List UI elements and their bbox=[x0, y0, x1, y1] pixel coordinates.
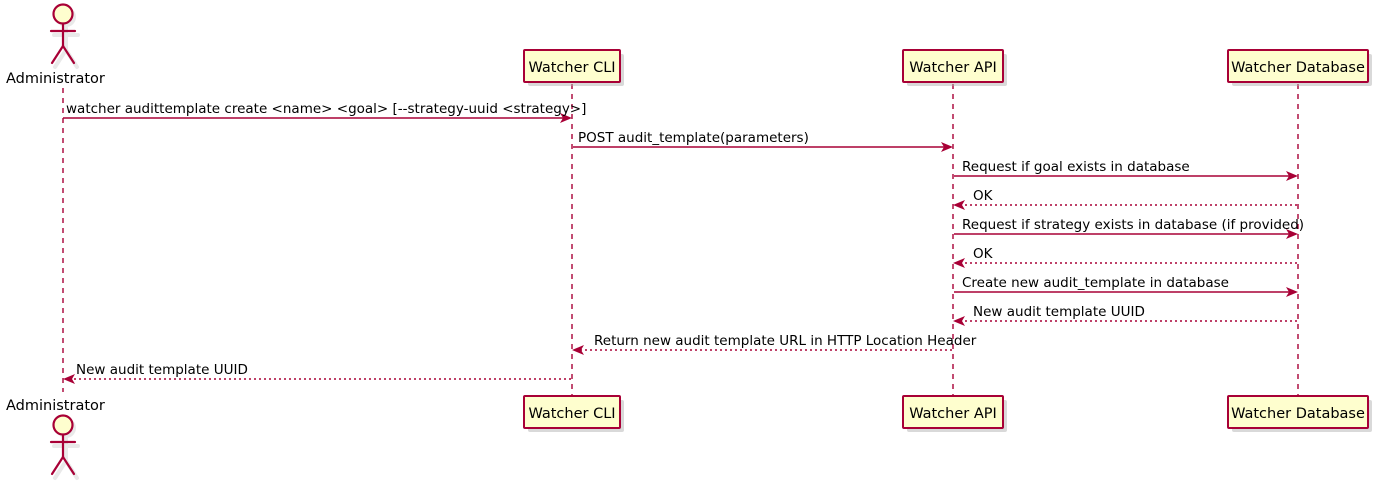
message-9-label: Return new audit template URL in HTTP Lo… bbox=[594, 333, 977, 349]
participant-label-watcher-cli-bottom: Watcher CLI bbox=[528, 406, 615, 422]
message-3-label: Request if goal exists in database bbox=[962, 159, 1190, 175]
message-9[interactable]: Return new audit template URL in HTTP Lo… bbox=[572, 333, 977, 355]
participant-label-administrator-bottom: Administrator bbox=[6, 398, 105, 414]
message-7-label: Create new audit_template in database bbox=[962, 275, 1229, 291]
participant-box-watcher-api-bottom[interactable]: Watcher API bbox=[902, 395, 1007, 432]
actor-head-icon-bottom bbox=[52, 414, 74, 436]
participant-box-watcher-api-top[interactable]: Watcher API bbox=[902, 49, 1007, 86]
message-3-arrowhead-icon bbox=[1286, 171, 1298, 181]
participant-box-watcher-cli-bottom[interactable]: Watcher CLI bbox=[523, 395, 624, 432]
message-9-arrowhead-icon bbox=[572, 345, 584, 355]
message-3[interactable]: Request if goal exists in database bbox=[954, 159, 1298, 181]
message-10-arrowhead-icon bbox=[63, 374, 75, 384]
message-4[interactable]: OK bbox=[953, 188, 1297, 210]
participant-box-watcher-cli-top[interactable]: Watcher CLI bbox=[523, 49, 624, 86]
message-7[interactable]: Create new audit_template in database bbox=[954, 275, 1298, 297]
actor-leg-left-icon-bottom bbox=[50, 455, 65, 476]
message-1-label: watcher audittemplate create <name> <goa… bbox=[66, 101, 586, 117]
actor-leg-right-icon bbox=[61, 44, 76, 65]
message-5-label: Request if strategy exists in database (… bbox=[962, 217, 1304, 233]
message-5[interactable]: Request if strategy exists in database (… bbox=[954, 217, 1304, 239]
participant-label-watcher-cli-top: Watcher CLI bbox=[528, 60, 615, 76]
message-6-label: OK bbox=[973, 246, 994, 262]
message-1[interactable]: watcher audittemplate create <name> <goa… bbox=[63, 101, 586, 123]
participant-box-watcher-database-top[interactable]: Watcher Database bbox=[1227, 49, 1372, 86]
actor-administrator-top[interactable]: Administrator bbox=[6, 3, 105, 88]
participant-label-watcher-database-bottom: Watcher Database bbox=[1231, 406, 1365, 422]
actor-leg-left-icon bbox=[50, 44, 65, 65]
actor-head-icon bbox=[52, 3, 74, 25]
participant-label-watcher-api-bottom: Watcher API bbox=[909, 406, 997, 422]
participant-label-watcher-api-top: Watcher API bbox=[909, 60, 997, 76]
message-7-arrowhead-icon bbox=[1286, 287, 1298, 297]
message-8-label: New audit template UUID bbox=[973, 304, 1145, 320]
participant-box-watcher-database-bottom[interactable]: Watcher Database bbox=[1227, 395, 1372, 432]
participant-label-administrator-top: Administrator bbox=[6, 71, 105, 87]
message-5-arrowhead-icon bbox=[1286, 229, 1298, 239]
message-8[interactable]: New audit template UUID bbox=[953, 304, 1297, 326]
message-2-arrowhead-icon bbox=[941, 142, 953, 152]
participant-label-watcher-database-top: Watcher Database bbox=[1231, 60, 1365, 76]
message-6-arrowhead-icon bbox=[953, 258, 965, 268]
message-2-label: POST audit_template(parameters) bbox=[578, 130, 809, 146]
lifelines-group bbox=[62, 84, 1299, 396]
message-10[interactable]: New audit template UUID bbox=[63, 362, 571, 384]
message-2[interactable]: POST audit_template(parameters) bbox=[573, 130, 953, 152]
message-8-arrowhead-icon bbox=[953, 316, 965, 326]
message-1-arrowhead-icon bbox=[560, 113, 572, 123]
message-6[interactable]: OK bbox=[953, 246, 1297, 268]
actor-leg-right-icon-bottom bbox=[61, 455, 76, 476]
message-10-label: New audit template UUID bbox=[76, 362, 248, 378]
message-4-arrowhead-icon bbox=[953, 200, 965, 210]
message-4-label: OK bbox=[973, 188, 994, 204]
actor-administrator-bottom[interactable]: Administrator bbox=[6, 398, 105, 480]
